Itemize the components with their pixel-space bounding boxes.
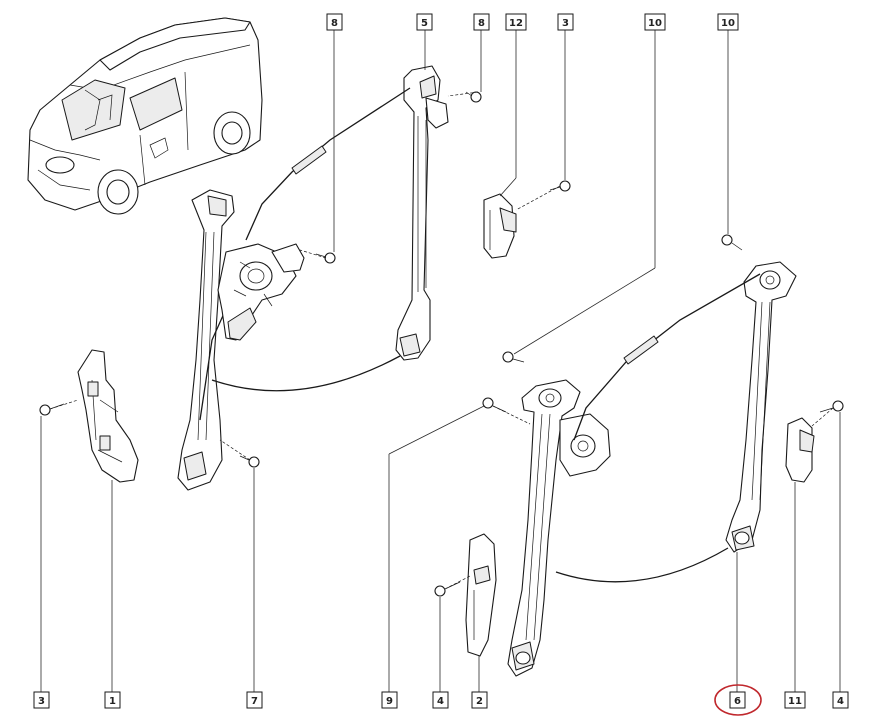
callout-number: 10 — [721, 18, 735, 29]
callout-label: 3 — [33, 691, 50, 709]
callout-number: 9 — [386, 696, 393, 707]
callout-label: 8 — [326, 13, 343, 31]
callout-number: 2 — [476, 696, 483, 707]
callout-label: 4 — [432, 691, 449, 709]
callout-number: 3 — [562, 18, 569, 29]
right-window-regulator — [507, 261, 797, 677]
callout-label: 3 — [557, 13, 574, 31]
callout-label: 2 — [471, 691, 488, 709]
callout-number: 12 — [509, 18, 523, 29]
callout-number: 4 — [837, 696, 844, 707]
callout-label: 10 — [717, 13, 739, 31]
callout-label-highlighted: 6 — [729, 691, 746, 709]
small-parts — [39, 91, 844, 657]
callout-number: 11 — [788, 696, 802, 707]
callout-label: 4 — [832, 691, 849, 709]
callout-label: 9 — [381, 691, 398, 709]
left-window-regulator — [177, 65, 449, 491]
callout-labels-top: 8 5 8 12 3 10 10 — [326, 13, 739, 31]
callout-label: 1 — [104, 691, 121, 709]
callout-label: 5 — [416, 13, 433, 31]
callout-label: 12 — [505, 13, 527, 31]
callout-number: 4 — [437, 696, 444, 707]
callout-labels-bottom: 3 1 7 9 4 2 6 11 4 — [33, 691, 849, 709]
highlight-circle — [714, 684, 762, 716]
van-illustration — [27, 17, 263, 215]
callout-label: 7 — [246, 691, 263, 709]
callout-number: 3 — [38, 696, 45, 707]
callout-label: 8 — [473, 13, 490, 31]
callout-number: 1 — [109, 696, 116, 707]
leader-lines — [40, 30, 841, 692]
callout-number: 7 — [251, 696, 258, 707]
callout-number: 8 — [478, 18, 485, 29]
callout-number: 6 — [734, 696, 741, 707]
callout-number: 5 — [421, 18, 428, 29]
callout-label: 10 — [644, 13, 666, 31]
callout-number: 10 — [648, 18, 662, 29]
callout-label: 11 — [784, 691, 806, 709]
callout-number: 8 — [331, 18, 338, 29]
